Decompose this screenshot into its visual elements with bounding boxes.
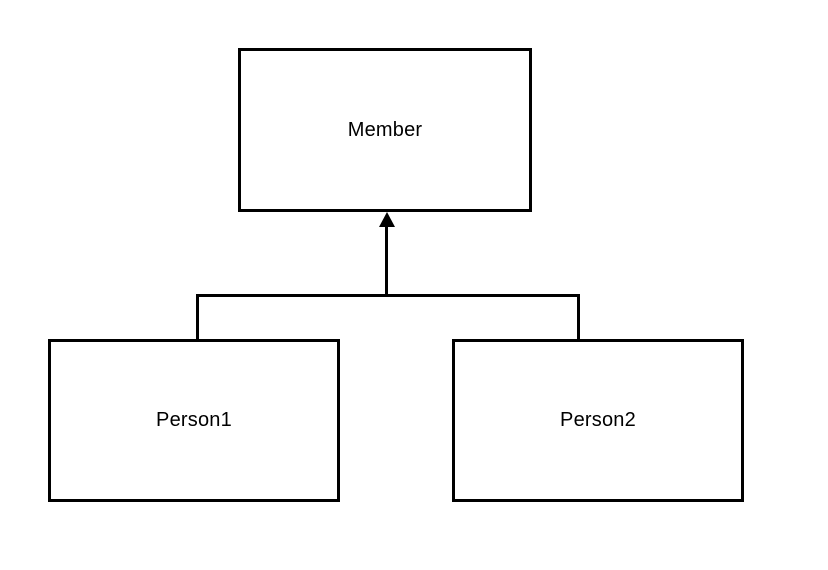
edge-drop-person2 <box>577 294 580 341</box>
arrowhead-up-icon <box>379 212 395 227</box>
node-member-label: Member <box>347 118 423 141</box>
node-person1-label: Person1 <box>156 409 232 431</box>
edge-drop-person1 <box>196 294 199 341</box>
edge-stem-to-member <box>385 224 388 297</box>
edge-bus-horizontal <box>196 294 580 297</box>
node-person2: Person2 <box>452 339 744 502</box>
node-member: Member <box>238 48 532 212</box>
node-person2-label: Person2 <box>560 409 636 431</box>
node-person1: Person1 <box>48 339 340 502</box>
